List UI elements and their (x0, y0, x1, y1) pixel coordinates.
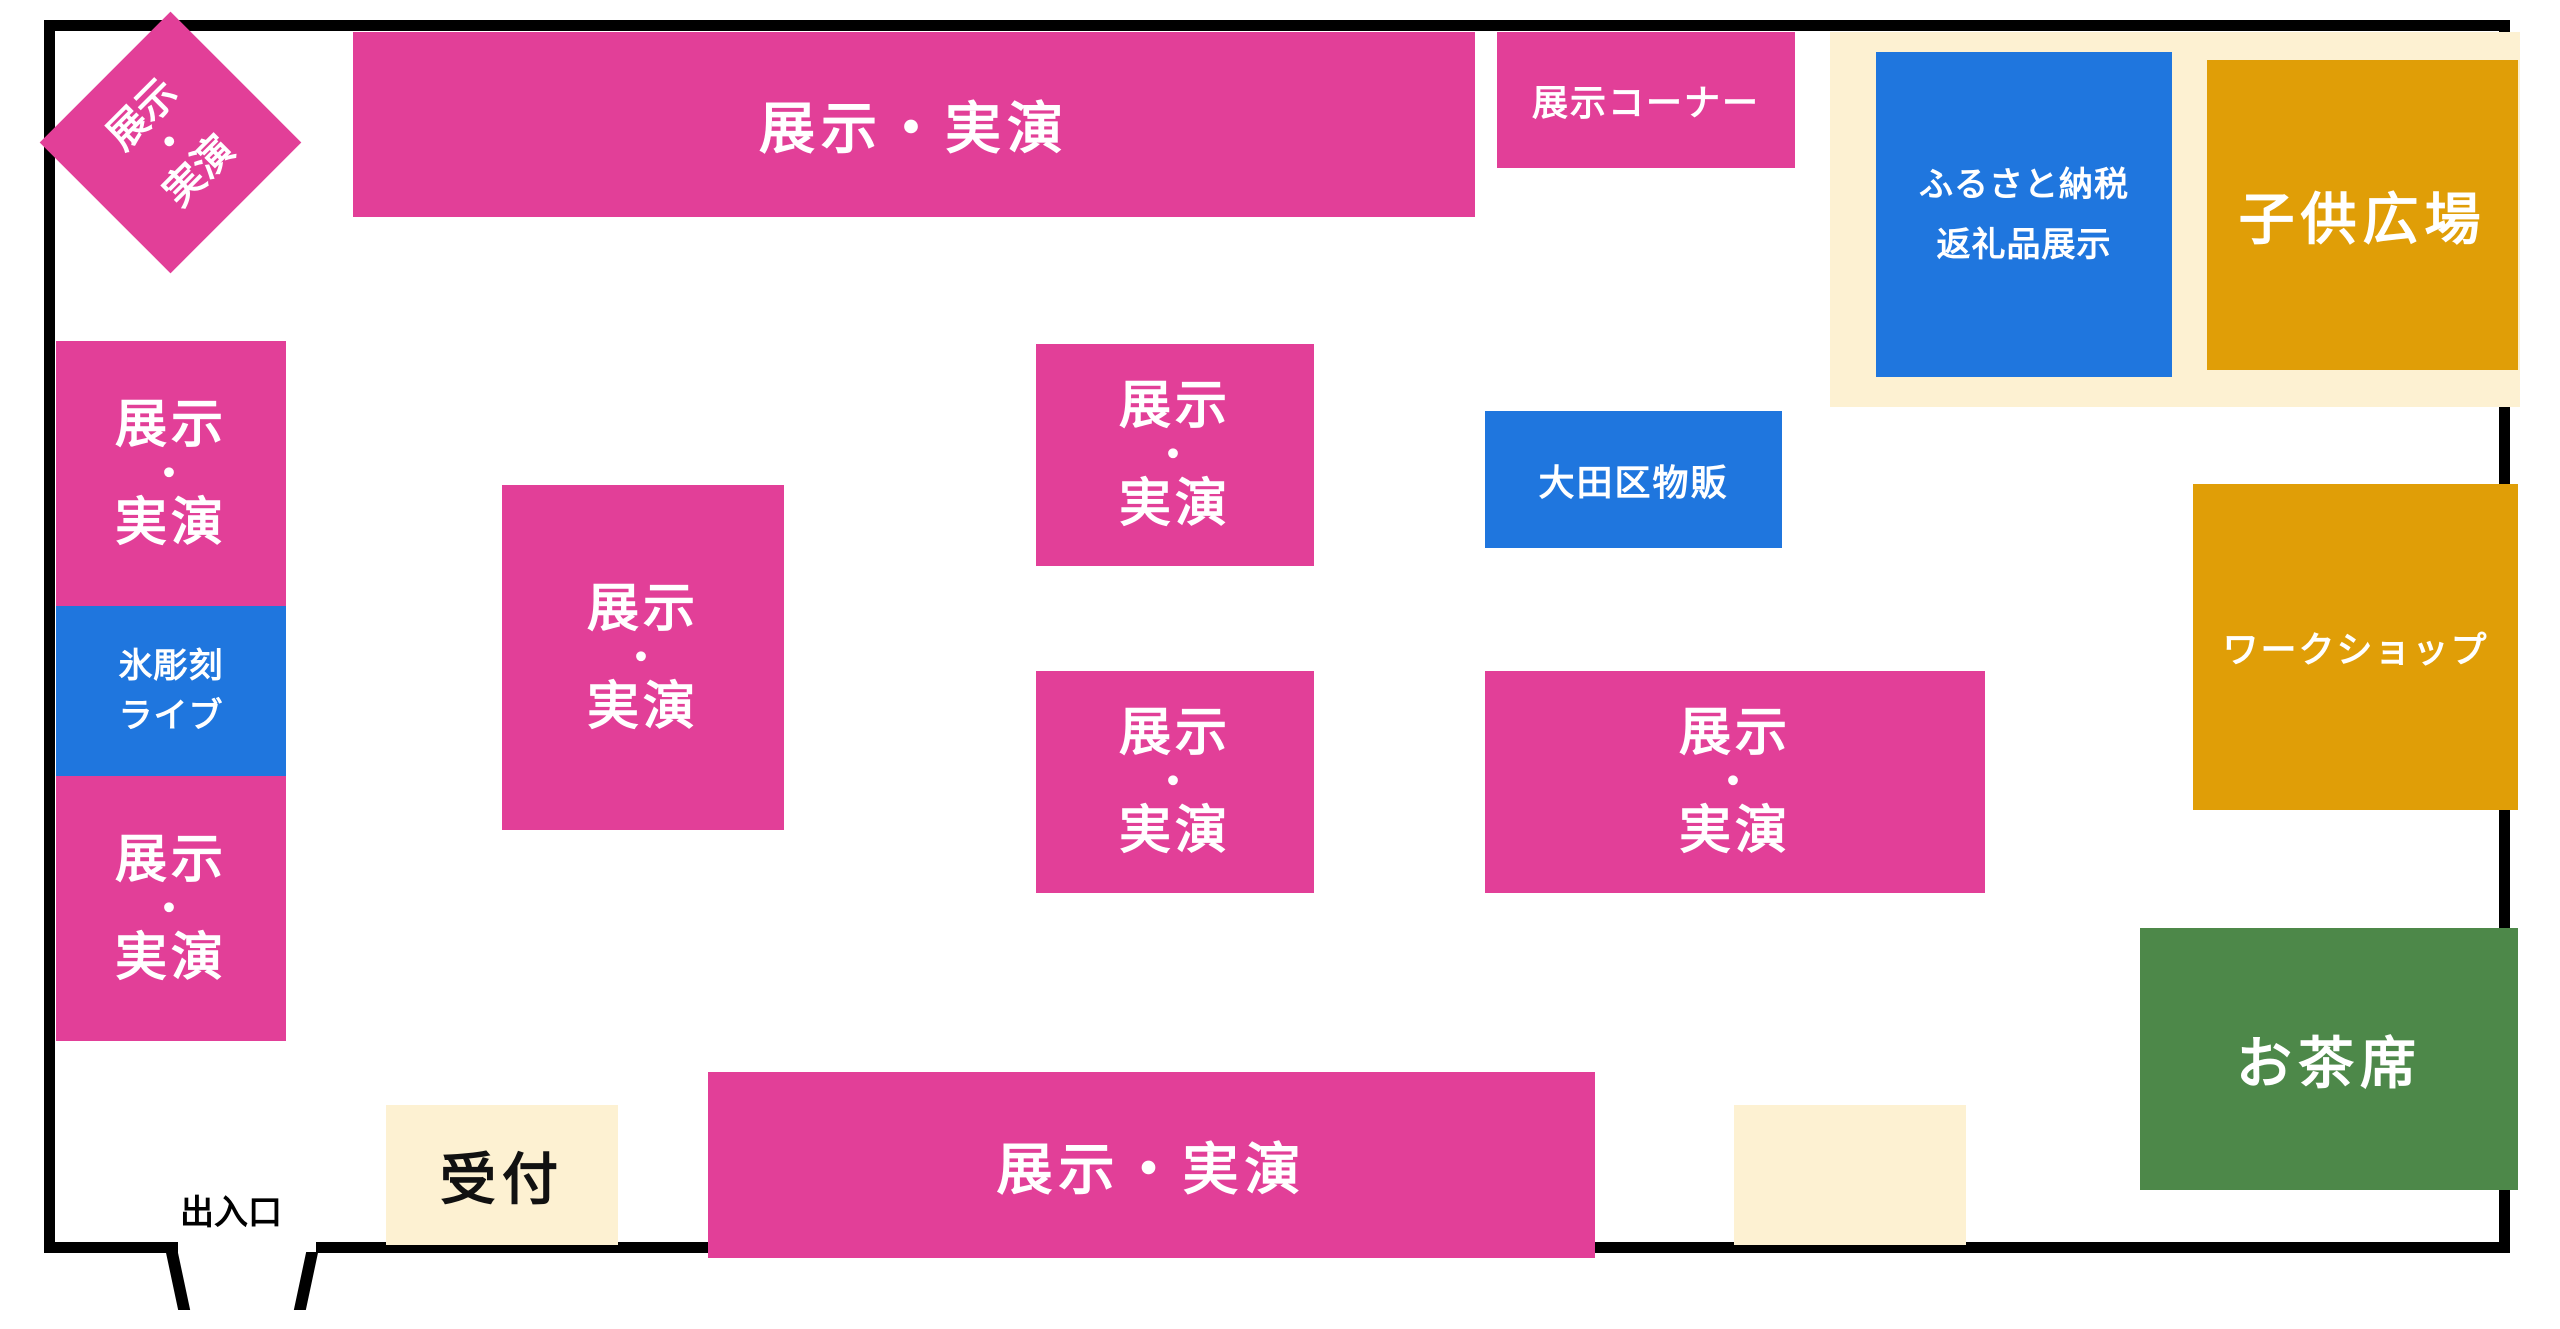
label-line1: 展示 (1118, 376, 1231, 436)
label-line2: 実演 (586, 676, 699, 737)
label-dot: ・ (149, 450, 193, 497)
entrance-left-post (165, 1252, 191, 1310)
booth-blank[interactable] (1734, 1105, 1966, 1245)
booth-label: 受付 (440, 1147, 564, 1213)
booth-exhibit-left-2[interactable]: 展示 ・ 実演 (56, 776, 286, 1041)
booth-exhibit-center-left[interactable]: 展示 ・ 実演 (502, 485, 784, 830)
label-line2: 実演 (1118, 474, 1231, 534)
booth-workshop[interactable]: ワークショップ (2193, 484, 2518, 810)
label-line2: 実演 (1678, 801, 1791, 861)
label-line2: 実演 (114, 927, 227, 988)
label-dot: ・ (149, 885, 193, 932)
booth-exhibit-center-lower[interactable]: 展示 ・ 実演 (1036, 671, 1314, 893)
booth-label: 展示コーナー (1531, 83, 1760, 124)
booth-reception[interactable]: 受付 (386, 1105, 618, 1245)
booth-kids-plaza[interactable]: 子供広場 (2207, 60, 2518, 370)
entrance-label: 出入口 (180, 1193, 282, 1233)
booth-label: 子供広場 (2238, 187, 2487, 253)
label-dot: ・ (1153, 759, 1197, 805)
booth-exhibit-left-1[interactable]: 展示 ・ 実演 (56, 341, 286, 606)
booth-tea[interactable]: お茶席 (2140, 928, 2518, 1190)
label-line1: 展示 (114, 829, 227, 890)
booth-label: 大田区物販 (1538, 462, 1729, 504)
label-dot: ・ (1153, 432, 1197, 478)
booth-furusato[interactable]: ふるさと納税 返礼品展示 (1876, 52, 2172, 377)
booth-ice-sculpture[interactable]: 氷彫刻 ライブ (56, 606, 286, 776)
label-line2: 実演 (114, 492, 227, 553)
booth-label: ワークショップ (2222, 630, 2489, 671)
booth-ota-goods[interactable]: 大田区物販 (1485, 411, 1782, 548)
booth-label: 展示・実演 (996, 1137, 1307, 1203)
label-dot: ・ (1713, 759, 1757, 805)
label-line1: 展示 (1118, 703, 1231, 763)
booth-label-line2: 返礼品展示 (1936, 224, 2112, 265)
booth-label-line1: 氷彫刻 (118, 646, 224, 686)
booth-label-line1: ふるさと納税 (1919, 164, 2129, 205)
label-line1: 展示 (1678, 703, 1791, 763)
booth-exhibit-center-upper[interactable]: 展示 ・ 実演 (1036, 344, 1314, 566)
label-dot: ・ (621, 634, 665, 681)
booth-label: お茶席 (2236, 1031, 2422, 1097)
booth-exhibit-center-right[interactable]: 展示 ・ 実演 (1485, 671, 1985, 893)
label-line2: 実演 (1118, 801, 1231, 861)
booth-exhibit-bottom[interactable]: 展示・実演 (708, 1072, 1595, 1258)
entrance-right-post (293, 1252, 319, 1310)
label-line1: 展示 (114, 394, 227, 455)
booth-exhibit-corner[interactable]: 展示コーナー (1497, 32, 1795, 168)
entrance-gap (178, 1238, 316, 1260)
label-line1: 展示 (586, 578, 699, 639)
booth-label-line2: ライブ (118, 696, 224, 736)
booth-exhibit-top[interactable]: 展示・実演 (353, 32, 1475, 217)
booth-label: 展示・実演 (759, 97, 1069, 162)
